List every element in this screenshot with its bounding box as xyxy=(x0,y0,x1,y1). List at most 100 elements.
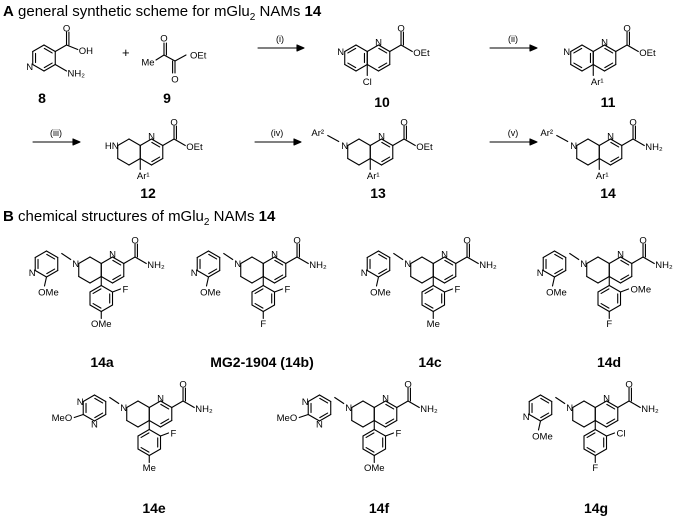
svg-text:OMe: OMe xyxy=(532,432,553,443)
panel-a-title-sub: 2 xyxy=(249,12,256,23)
svg-text:Ar²: Ar² xyxy=(540,128,553,139)
svg-text:N: N xyxy=(570,141,577,152)
svg-text:N: N xyxy=(77,397,84,408)
svg-text:OMe: OMe xyxy=(91,319,112,330)
svg-text:N: N xyxy=(72,259,79,270)
svg-text:O: O xyxy=(623,24,630,35)
svg-text:OH: OH xyxy=(79,46,93,57)
svg-text:F: F xyxy=(455,285,461,296)
svg-text:N: N xyxy=(378,132,385,143)
svg-text:Ar²: Ar² xyxy=(311,128,324,139)
svg-text:MeO: MeO xyxy=(52,413,73,424)
plus-sign: + xyxy=(122,45,130,60)
svg-text:N: N xyxy=(109,250,116,261)
svg-text:F: F xyxy=(123,285,129,296)
svg-text:N: N xyxy=(234,259,241,270)
svg-text:NH₂: NH₂ xyxy=(420,404,438,415)
svg-text:N: N xyxy=(91,420,98,431)
svg-text:N: N xyxy=(120,403,127,414)
svg-text:MeO: MeO xyxy=(277,413,298,424)
svg-text:HN: HN xyxy=(105,141,119,152)
svg-text:N: N xyxy=(607,132,614,143)
svg-text:Ar¹: Ar¹ xyxy=(591,77,604,88)
svg-text:NH₂: NH₂ xyxy=(641,404,659,415)
svg-text:F: F xyxy=(606,319,612,330)
panel-a-letter: A xyxy=(3,3,14,20)
svg-text:N: N xyxy=(382,394,389,405)
svg-text:O: O xyxy=(160,34,167,45)
svg-text:O: O xyxy=(629,118,636,129)
panel-b-title: B chemical structures of mGlu2 NAMs 14 xyxy=(3,208,275,228)
svg-text:N: N xyxy=(537,268,544,279)
svg-text:N: N xyxy=(337,47,344,58)
svg-text:OMe: OMe xyxy=(200,288,221,299)
compound-label-14c: 14c xyxy=(418,354,442,370)
svg-text:NH₂: NH₂ xyxy=(68,69,86,80)
svg-text:N: N xyxy=(316,420,323,431)
svg-text:O: O xyxy=(400,118,407,129)
compound-label-13: 13 xyxy=(370,185,386,201)
compound-label-12: 12 xyxy=(140,185,156,201)
svg-text:N: N xyxy=(157,394,164,405)
svg-text:Ar¹: Ar¹ xyxy=(137,171,150,182)
svg-text:OMe: OMe xyxy=(546,288,567,299)
compound-label-14a: 14a xyxy=(90,354,114,370)
panel-b-title-pre: chemical structures of mGlu xyxy=(13,208,204,225)
svg-text:N: N xyxy=(191,268,198,279)
svg-text:NH₂: NH₂ xyxy=(479,260,497,271)
svg-text:Ar¹: Ar¹ xyxy=(367,171,380,182)
svg-text:N: N xyxy=(404,259,411,270)
svg-text:N: N xyxy=(361,268,368,279)
svg-text:F: F xyxy=(171,429,177,440)
svg-text:NH₂: NH₂ xyxy=(645,142,663,153)
arrow-iii xyxy=(32,138,81,146)
svg-text:O: O xyxy=(171,75,178,86)
panel-b-title-sub: 2 xyxy=(203,217,210,228)
compound-label-14f: 14f xyxy=(368,500,390,516)
svg-text:O: O xyxy=(170,118,177,129)
svg-text:O: O xyxy=(293,236,300,247)
svg-text:N: N xyxy=(563,47,570,58)
compound-label-10: 10 xyxy=(374,94,390,110)
svg-text:O: O xyxy=(404,380,411,391)
svg-text:N: N xyxy=(601,38,608,49)
compound-label-14g: 14g xyxy=(583,500,609,516)
arrow-i xyxy=(257,44,305,52)
svg-text:NH₂: NH₂ xyxy=(195,404,213,415)
compound-label-14d: 14d xyxy=(596,354,622,370)
svg-text:OMe: OMe xyxy=(364,463,385,474)
svg-text:NH₂: NH₂ xyxy=(655,260,673,271)
svg-text:O: O xyxy=(625,380,632,391)
svg-text:O: O xyxy=(63,24,70,35)
svg-text:Me: Me xyxy=(427,319,440,330)
svg-text:Ar¹: Ar¹ xyxy=(596,171,609,182)
svg-text:N: N xyxy=(580,259,587,270)
arrow-ii xyxy=(489,44,538,52)
svg-text:N: N xyxy=(29,268,36,279)
svg-text:N: N xyxy=(617,250,624,261)
condition-iv: (iv) xyxy=(270,128,284,138)
compound-label-14b: MG2-1904 (14b) xyxy=(210,354,314,370)
svg-text:OMe: OMe xyxy=(38,288,59,299)
molecule-14: N O NH₂ Ar¹ N Ar² xyxy=(540,118,663,183)
svg-text:OEt: OEt xyxy=(639,48,656,59)
svg-text:OMe: OMe xyxy=(631,285,652,296)
svg-text:N: N xyxy=(345,403,352,414)
panel-a-title-num: 14 xyxy=(304,3,322,20)
svg-text:N: N xyxy=(523,412,530,423)
svg-text:O: O xyxy=(131,236,138,247)
panel-a-title-post: NAMs xyxy=(255,3,305,20)
condition-i: (i) xyxy=(276,34,284,44)
